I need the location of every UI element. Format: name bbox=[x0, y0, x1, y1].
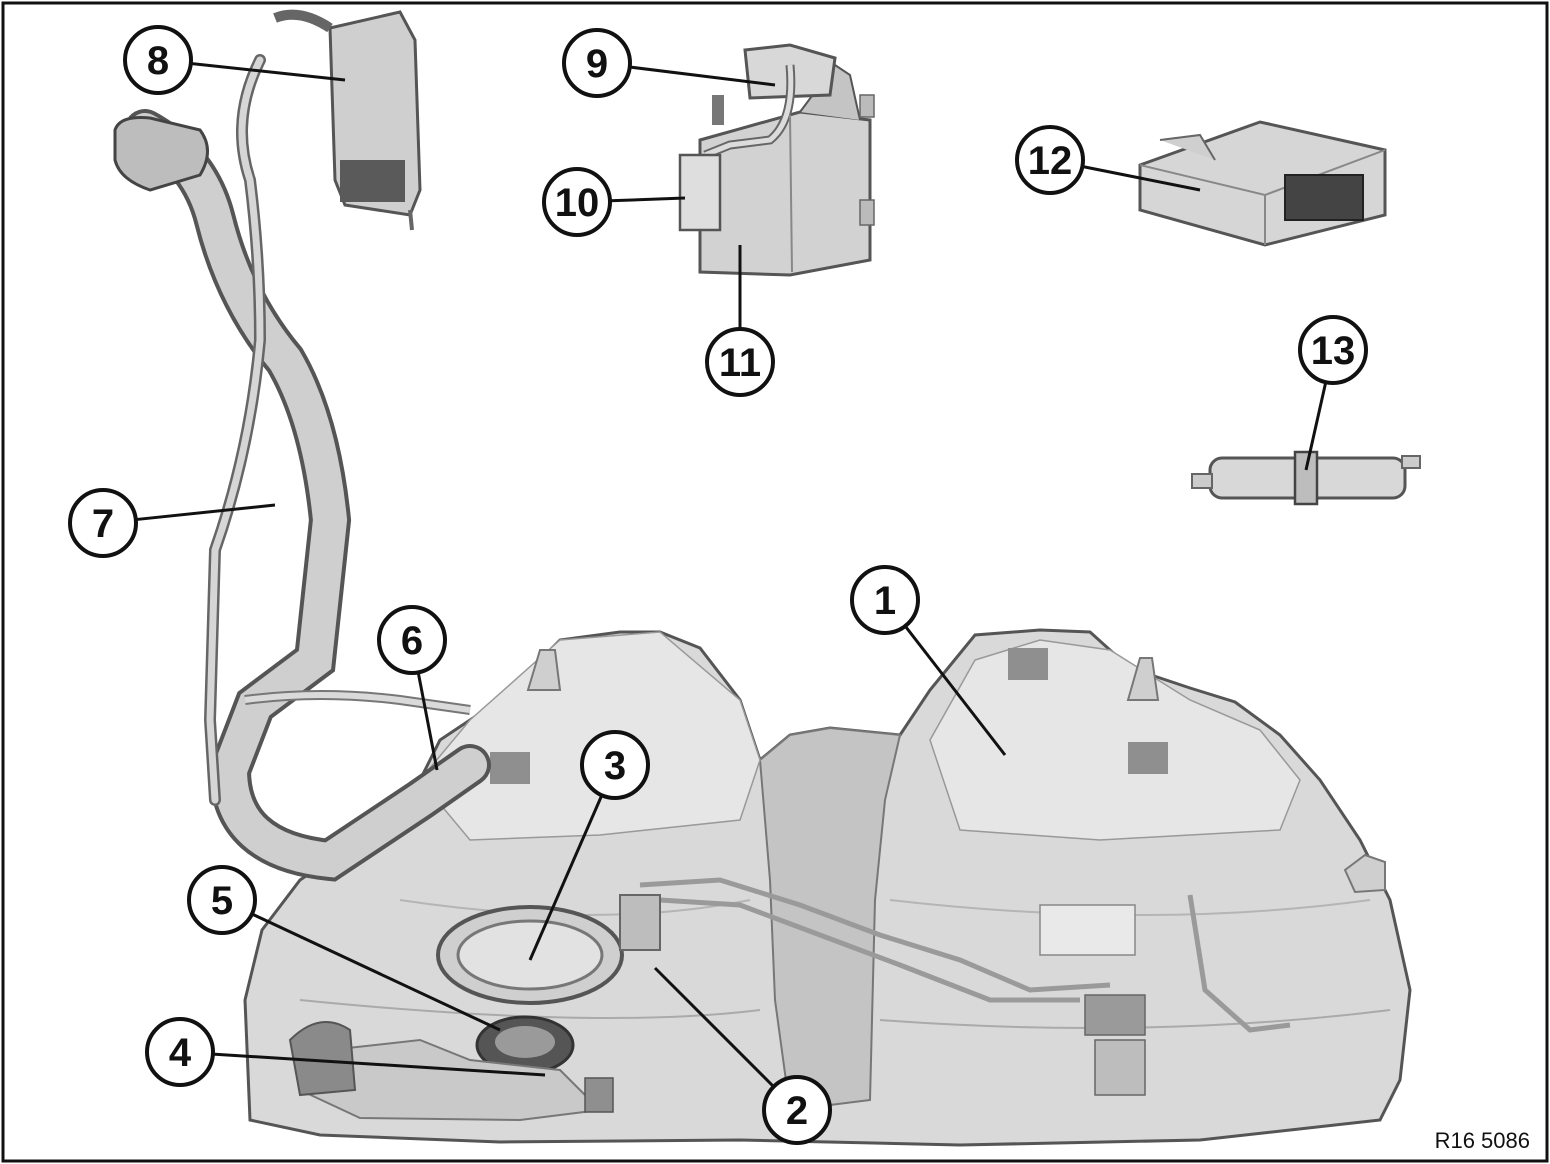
leader-line-3 bbox=[528, 794, 604, 961]
fuel-lines bbox=[639, 877, 1291, 1033]
callout-8: 8 bbox=[123, 25, 193, 95]
callout-label-3: 3 bbox=[604, 744, 626, 788]
callout-circle-2 bbox=[762, 1075, 832, 1145]
callout-circle-4 bbox=[145, 1017, 215, 1087]
callout-circle-11 bbox=[705, 327, 775, 397]
leader-line-8 bbox=[190, 62, 346, 82]
callout-circle-12 bbox=[1015, 125, 1085, 195]
leader-line-12 bbox=[1082, 165, 1201, 192]
callout-11: 11 bbox=[705, 327, 775, 397]
callout-label-5: 5 bbox=[211, 879, 233, 923]
callout-13: 13 bbox=[1298, 315, 1368, 385]
callout-label-4: 4 bbox=[169, 1031, 192, 1075]
callout-label-6: 6 bbox=[401, 619, 423, 663]
callout-label-2: 2 bbox=[786, 1089, 808, 1133]
filler-neck-head bbox=[113, 116, 209, 192]
control-unit-12 bbox=[1138, 120, 1387, 247]
leader-line-9 bbox=[629, 65, 776, 87]
callout-circle-7 bbox=[68, 488, 138, 558]
callout-label-11: 11 bbox=[719, 341, 761, 385]
filler-pipe bbox=[124, 54, 491, 882]
component-13-filter bbox=[1191, 450, 1421, 506]
callout-label-1: 1 bbox=[874, 579, 896, 623]
callout-label-7: 7 bbox=[92, 502, 114, 546]
callout-4: 4 bbox=[145, 1017, 215, 1087]
callout-1: 1 bbox=[850, 565, 920, 635]
callout-5: 5 bbox=[187, 865, 257, 935]
leader-line-7 bbox=[135, 503, 276, 522]
callout-9: 9 bbox=[562, 28, 632, 98]
leader-line-10 bbox=[609, 196, 686, 203]
callout-label-10: 10 bbox=[555, 181, 600, 225]
callout-circle-6 bbox=[377, 605, 447, 675]
callout-label-13: 13 bbox=[1311, 329, 1356, 373]
callout-circle-1 bbox=[850, 565, 920, 635]
callout-circle-13 bbox=[1298, 315, 1368, 385]
callout-3: 3 bbox=[580, 730, 650, 800]
fuel-pump-assembly bbox=[288, 894, 661, 1122]
callout-circle-5 bbox=[187, 865, 257, 935]
callout-label-12: 12 bbox=[1028, 139, 1073, 183]
leader-line-1 bbox=[904, 625, 1007, 756]
callout-circle-3 bbox=[580, 730, 650, 800]
leader-line-4 bbox=[212, 1052, 546, 1077]
leader-line-5 bbox=[251, 912, 501, 1032]
charcoal-canister bbox=[678, 43, 875, 277]
leader-lines bbox=[135, 62, 1328, 1088]
figure-reference-code: R16 5086 bbox=[1435, 1128, 1530, 1153]
callout-12: 12 bbox=[1015, 125, 1085, 195]
callout-label-9: 9 bbox=[586, 42, 608, 86]
callout-2: 2 bbox=[762, 1075, 832, 1145]
callout-7: 7 bbox=[68, 488, 138, 558]
component-8-housing bbox=[273, 9, 422, 231]
callout-circle-8 bbox=[123, 25, 193, 95]
callout-10: 10 bbox=[542, 167, 612, 237]
callout-circle-10 bbox=[542, 167, 612, 237]
leader-line-6 bbox=[416, 672, 439, 771]
leader-line-2 bbox=[653, 966, 775, 1088]
callout-label-8: 8 bbox=[147, 39, 169, 83]
leader-line-13 bbox=[1304, 381, 1328, 471]
callout-6: 6 bbox=[377, 605, 447, 675]
callout-circle-9 bbox=[562, 28, 632, 98]
